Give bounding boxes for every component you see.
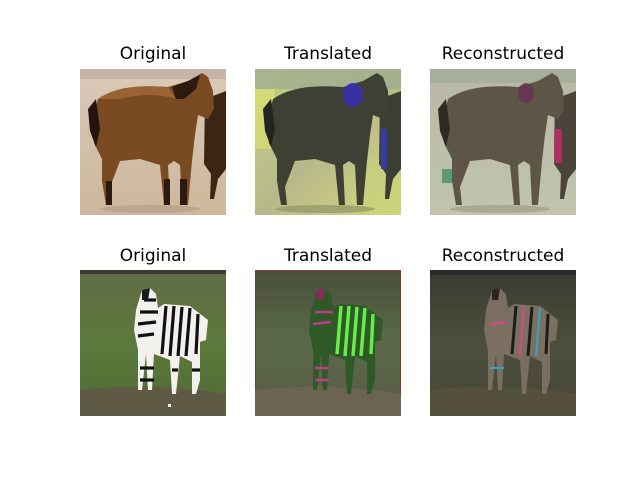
panel-title-horse-reconstructed: Reconstructed — [441, 44, 565, 64]
horse-reconstructed-picture — [430, 69, 576, 215]
horse-original-picture — [80, 69, 226, 215]
panel-title-horse-original: Original — [119, 44, 187, 64]
image-horse-translated — [255, 69, 401, 215]
image-zebra-translated — [255, 270, 401, 416]
image-horse-original — [80, 69, 226, 215]
panel-title-zebra-reconstructed: Reconstructed — [441, 246, 565, 266]
horse-translated-picture — [255, 69, 401, 215]
panel-title-zebra-original: Original — [119, 246, 187, 266]
image-zebra-original — [80, 270, 226, 416]
zebra-translated-picture — [255, 270, 401, 416]
zebra-original-picture — [80, 270, 226, 416]
image-zebra-reconstructed — [430, 270, 576, 416]
zebra-reconstructed-picture — [430, 270, 576, 416]
panel-title-zebra-translated: Translated — [284, 246, 372, 266]
panel-title-horse-translated: Translated — [284, 44, 372, 64]
zebra-shape — [134, 288, 208, 394]
image-horse-reconstructed — [430, 69, 576, 215]
